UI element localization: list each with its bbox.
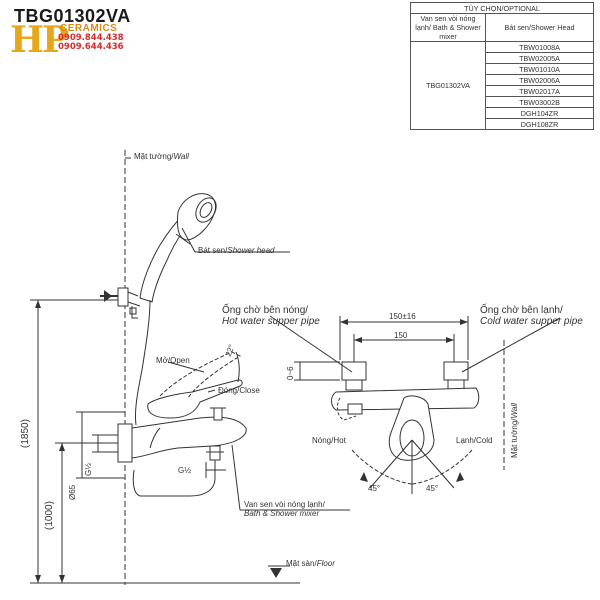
label-wall-en: Wall <box>173 152 189 161</box>
options-model: TBG01302VA <box>410 41 486 130</box>
label-floor-vi: Mặt sàn/ <box>286 559 317 568</box>
logo-phone-1: 0909.844.438 <box>58 33 124 43</box>
label-g-half-left: G½ <box>84 463 93 476</box>
options-item: TBW02017A <box>485 85 594 97</box>
mixer-lever <box>147 379 243 419</box>
label-dim-150: 150 <box>394 331 408 340</box>
label-open: Mở/Open <box>156 356 190 365</box>
label-dim-0-6: 0~6 <box>286 366 295 380</box>
label-cold-pipe-en: Cold water supper pipe <box>480 316 583 327</box>
options-item: DGH108ZR <box>485 118 594 130</box>
model-code: TBG01302VA <box>14 6 131 26</box>
label-floor-en: Floor <box>316 559 335 568</box>
hot-pipe-fitting <box>341 361 367 381</box>
options-item: TBW03002B <box>485 96 594 108</box>
label-mixer: Van sen vòi nóng lạnh/ Bath & Shower mix… <box>244 500 325 518</box>
label-hot-pipe-vi: Ống chờ bên nóng/ <box>222 305 309 316</box>
options-item: TBW01010A <box>485 63 594 75</box>
label-dim-1850: (1850) <box>20 419 31 448</box>
options-item: DGH104ZR <box>485 107 594 119</box>
logo-phone-2: 0909.644.436 <box>58 42 124 52</box>
options-table: TÙY CHỌN/OPTIONAL Van sen vòi nóng lạnh/… <box>410 2 594 130</box>
logo-mark: HP <box>10 19 69 61</box>
label-cold-pipe: Ống chờ bên lạnh/ Cold water supper pipe <box>480 305 583 327</box>
label-wall-vi: Mặt tường/ <box>134 152 174 161</box>
label-angle-45-left: 45° <box>368 484 381 493</box>
label-cold: Lạnh/Cold <box>456 436 493 445</box>
options-item: TBW02006A <box>485 74 594 86</box>
label-floor: Mặt sàn/Floor <box>286 559 335 568</box>
label-wall: Mặt tường/Wall <box>134 152 189 161</box>
label-shower-head: Bát sen/Shower head <box>198 246 275 255</box>
label-g-half-right: G½ <box>178 466 191 475</box>
options-col-head: Bát sen/Shower Head <box>485 13 594 42</box>
label-shower-head-en: Shower head <box>227 246 275 255</box>
mixer-body-side <box>131 416 247 459</box>
label-shower-head-vi: Bát sen/ <box>198 246 228 255</box>
label-dim-1000: (1000) <box>44 501 55 530</box>
label-cold-pipe-vi: Ống chờ bên lạnh/ <box>480 305 563 316</box>
mixer-wall-flange <box>117 423 133 463</box>
label-dim-150-16: 150±16 <box>389 312 416 321</box>
label-hot-pipe-en: Hot water supper pipe <box>222 316 320 327</box>
options-col-mixer: Van sen vòi nóng lạnh/ Bath & Shower mix… <box>410 13 486 42</box>
label-dia-65: Ø65 <box>68 484 77 500</box>
label-close: Đóng/Close <box>218 386 260 395</box>
label-wall-front: Mặt tường/Wall <box>510 403 519 458</box>
options-item: TBW02005A <box>485 52 594 64</box>
options-table-title: TÙY CHỌN/OPTIONAL <box>410 2 594 14</box>
label-wall-front-en: Wall <box>510 403 519 419</box>
label-mixer-vi: Van sen vòi nóng lạnh/ <box>244 500 325 509</box>
label-angle-45-right: 45° <box>426 484 439 493</box>
label-hot: Nóng/Hot <box>312 436 346 445</box>
logo-brand: CERAMICS <box>60 23 118 34</box>
floor-marker <box>270 568 282 578</box>
label-wall-front-vi: Mặt tường/ <box>510 418 519 458</box>
label-mixer-en: Bath & Shower mixer <box>244 509 320 518</box>
options-item: TBW01008A <box>485 41 594 53</box>
label-hot-pipe: Ống chờ bên nóng/ Hot water supper pipe <box>222 305 320 327</box>
